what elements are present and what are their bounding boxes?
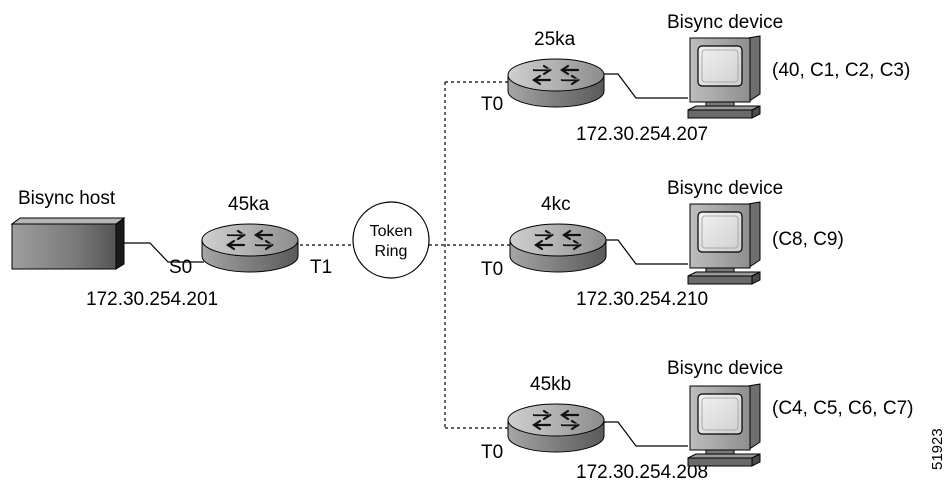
terminal-icon-2	[687, 201, 761, 285]
device-addresses-2: (C8, C9)	[772, 229, 844, 250]
router-name-25ka: 25ka	[534, 29, 576, 50]
ip-label-45ka: 172.30.254.201	[86, 289, 218, 310]
serial-link-4kc	[604, 239, 688, 265]
serial-link-25ka	[604, 73, 688, 99]
figure-number: 51923	[929, 428, 946, 470]
host-serial-link	[122, 242, 204, 263]
host-label: Bisync host	[18, 188, 116, 209]
router-icon-45ka	[200, 222, 300, 274]
port-label-s0: S0	[169, 257, 192, 278]
device-addresses-3: (C4, C5, C6, C7)	[772, 398, 913, 419]
port-label-t1: T1	[310, 257, 332, 278]
device-addresses-1: (40, C1, C2, C3)	[772, 60, 910, 81]
bisync-host	[10, 217, 126, 270]
ip-label-4kc: 172.30.254.210	[576, 289, 708, 310]
device-label-2: Bisync device	[667, 178, 783, 199]
router-icon-45kb	[506, 402, 606, 454]
port-label-45kb: T0	[481, 442, 503, 463]
router-name-45ka: 45ka	[228, 194, 270, 215]
token-ring-circle	[352, 201, 430, 279]
router-icon-4kc	[508, 222, 608, 274]
router-icon-25ka	[506, 57, 606, 109]
token-ring-label-line2: Ring	[375, 243, 408, 260]
router-name-4kc: 4kc	[541, 194, 571, 215]
ip-label-25ka: 172.30.254.207	[576, 124, 708, 145]
terminal-icon-1	[687, 35, 761, 119]
device-label-1: Bisync device	[667, 12, 783, 33]
device-label-3: Bisync device	[667, 358, 783, 379]
terminal-icon-3	[687, 383, 761, 467]
ip-label-45kb: 172.30.254.208	[576, 462, 708, 483]
port-label-25ka: T0	[481, 94, 503, 115]
serial-link-45kb	[604, 421, 688, 447]
token-ring-label-line1: Token	[370, 223, 413, 240]
port-label-4kc: T0	[481, 259, 503, 280]
router-name-45kb: 45kb	[530, 374, 571, 395]
token-ring-backbone	[429, 81, 510, 429]
